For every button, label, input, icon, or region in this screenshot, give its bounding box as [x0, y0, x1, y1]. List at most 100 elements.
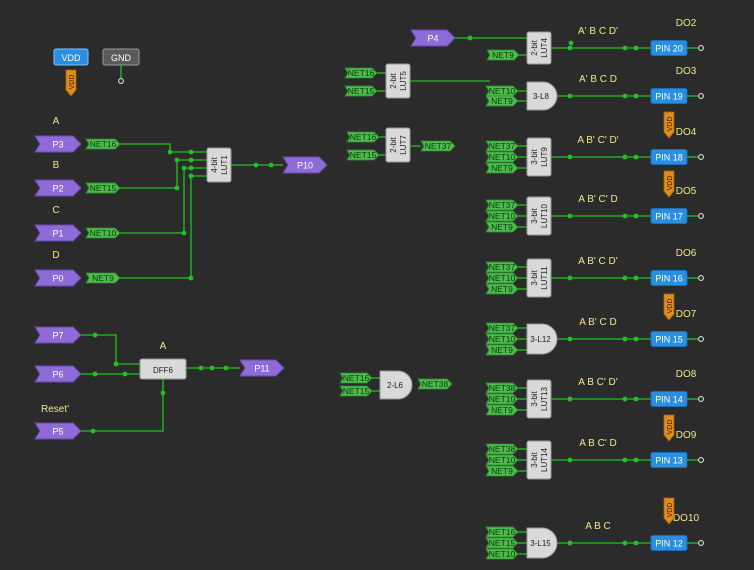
terminal-dot — [698, 154, 704, 160]
lut7-in1-tag[interactable] — [346, 131, 380, 143]
out-0-expr: A' B C D' — [578, 26, 618, 37]
out-6-lut-name: LUT13 — [540, 386, 549, 411]
out-8-in-1-tag[interactable] — [485, 537, 519, 549]
input-port-P1[interactable] — [34, 224, 82, 242]
gnd-supply-label: GND — [111, 53, 132, 63]
junction-dot — [92, 371, 98, 377]
input-net-NET15[interactable] — [85, 182, 121, 194]
junction-dot — [188, 165, 194, 171]
junction-dot — [567, 275, 573, 281]
junction-dot — [567, 213, 573, 219]
out-8-in-2-tag[interactable] — [485, 548, 519, 560]
junction-dot — [268, 162, 274, 168]
input-net-NET10[interactable] — [85, 227, 121, 239]
junction-dot — [181, 230, 187, 236]
l6-gate[interactable] — [379, 370, 413, 400]
l6-out-tag[interactable] — [417, 378, 453, 390]
terminal-dot — [698, 213, 704, 219]
junction-dot — [174, 157, 180, 163]
junction-dot — [253, 162, 259, 168]
junction-dot — [568, 40, 574, 46]
lut5-in1-tag[interactable] — [344, 67, 378, 79]
out-5-gate[interactable] — [526, 323, 558, 355]
out-2-in-2-tag[interactable] — [485, 162, 519, 174]
junction-dot — [181, 165, 187, 171]
out-3-in-2-tag[interactable] — [485, 221, 519, 233]
vdd-supply-tag-text: VDD — [69, 75, 76, 90]
out-7-in-0-tag[interactable] — [485, 443, 519, 455]
terminal-dot — [698, 336, 704, 342]
port-P5[interactable] — [34, 422, 82, 440]
input-net-NET16[interactable] — [85, 138, 121, 150]
junction-dot — [113, 361, 119, 367]
out-7-in-0-tag-label: NET38 — [489, 444, 516, 454]
lut4-port-P4[interactable] — [410, 29, 456, 47]
junction-dot — [633, 540, 639, 546]
junction-dot — [622, 457, 628, 463]
out-1-label: DO3 — [676, 66, 697, 77]
out-2-vdd-tag[interactable] — [663, 111, 675, 139]
lut5-in2-tag[interactable] — [344, 85, 378, 97]
junction-dot — [633, 213, 639, 219]
out-8-vdd-tag-text: VDD — [667, 503, 674, 518]
out-3-in-1-tag[interactable] — [485, 210, 519, 222]
junction-dot — [633, 154, 639, 160]
out-6-in-0-tag[interactable] — [485, 382, 519, 394]
l6-in2-tag[interactable] — [339, 385, 373, 397]
junction-dot — [567, 396, 573, 402]
out-1-gate[interactable] — [526, 81, 558, 111]
input-wire-1 — [120, 159, 207, 189]
out-4-in-1-tag[interactable] — [485, 272, 519, 284]
out-8-gate[interactable] — [526, 527, 558, 559]
lut7-block[interactable] — [385, 127, 411, 163]
input-port-P0[interactable] — [34, 269, 82, 287]
port-P6[interactable] — [34, 365, 82, 383]
out-6-in-1-tag-label: NET10 — [489, 394, 516, 404]
out-0-in-1-tag[interactable] — [486, 49, 520, 61]
out-3-in-0-tag-label: NET37 — [489, 200, 516, 210]
out-8-in-2-tag-label: NET10 — [489, 549, 516, 559]
out-5-in-1-tag[interactable] — [485, 333, 519, 345]
out-3-lut-title: 3-bit — [530, 207, 539, 223]
input-port-P2[interactable] — [34, 179, 82, 197]
out-2-in-0-tag[interactable] — [485, 140, 519, 152]
out-8-vdd-tag[interactable] — [663, 497, 675, 525]
output-port-P10[interactable] — [282, 156, 328, 174]
out-2-lut-name: LUT9 — [540, 147, 549, 167]
input-port-P3[interactable] — [34, 135, 82, 153]
out-7-in-1-tag[interactable] — [485, 454, 519, 466]
input-net-NET9[interactable] — [85, 272, 121, 284]
input-wire-0 — [120, 143, 207, 153]
dff-label: A — [160, 341, 167, 352]
port-P7[interactable] — [34, 326, 82, 344]
out-4-lut-name: LUT11 — [540, 266, 549, 290]
out-7-label: DO9 — [676, 430, 697, 441]
output-port-P11[interactable] — [239, 359, 285, 377]
lut7-in2-tag[interactable] — [346, 149, 380, 161]
junction-dot — [633, 396, 639, 402]
out-3-in-0-tag[interactable] — [485, 199, 519, 211]
l6-in1-tag[interactable] — [339, 372, 373, 384]
vdd-supply-tag[interactable] — [65, 69, 77, 97]
out-6-in-2-tag[interactable] — [485, 404, 519, 416]
out-3-pin-label: PIN 17 — [655, 212, 683, 222]
out-0-lut-title: 2-bit — [530, 39, 539, 55]
out-5-vdd-tag[interactable] — [663, 293, 675, 321]
out-7-in-2-tag[interactable] — [485, 465, 519, 477]
lut7-out-tag[interactable] — [420, 140, 456, 152]
out-6-expr: A B C' D' — [578, 377, 617, 388]
p7-wire — [81, 334, 140, 365]
out-7-vdd-tag[interactable] — [663, 414, 675, 442]
vdd-supply[interactable] — [53, 48, 89, 66]
out-6-in-1-tag[interactable] — [485, 393, 519, 405]
out-5-in-0-tag[interactable] — [485, 322, 519, 334]
out-8-in-0-tag[interactable] — [485, 526, 519, 538]
out-2-in-1-tag[interactable] — [485, 151, 519, 163]
out-1-in-1-tag[interactable] — [485, 95, 519, 107]
junction-dot — [188, 149, 194, 155]
out-3-vdd-tag[interactable] — [663, 170, 675, 198]
out-5-in-2-tag[interactable] — [485, 344, 519, 356]
out-4-in-2-tag[interactable] — [485, 283, 519, 295]
out-4-in-0-tag[interactable] — [485, 261, 519, 273]
